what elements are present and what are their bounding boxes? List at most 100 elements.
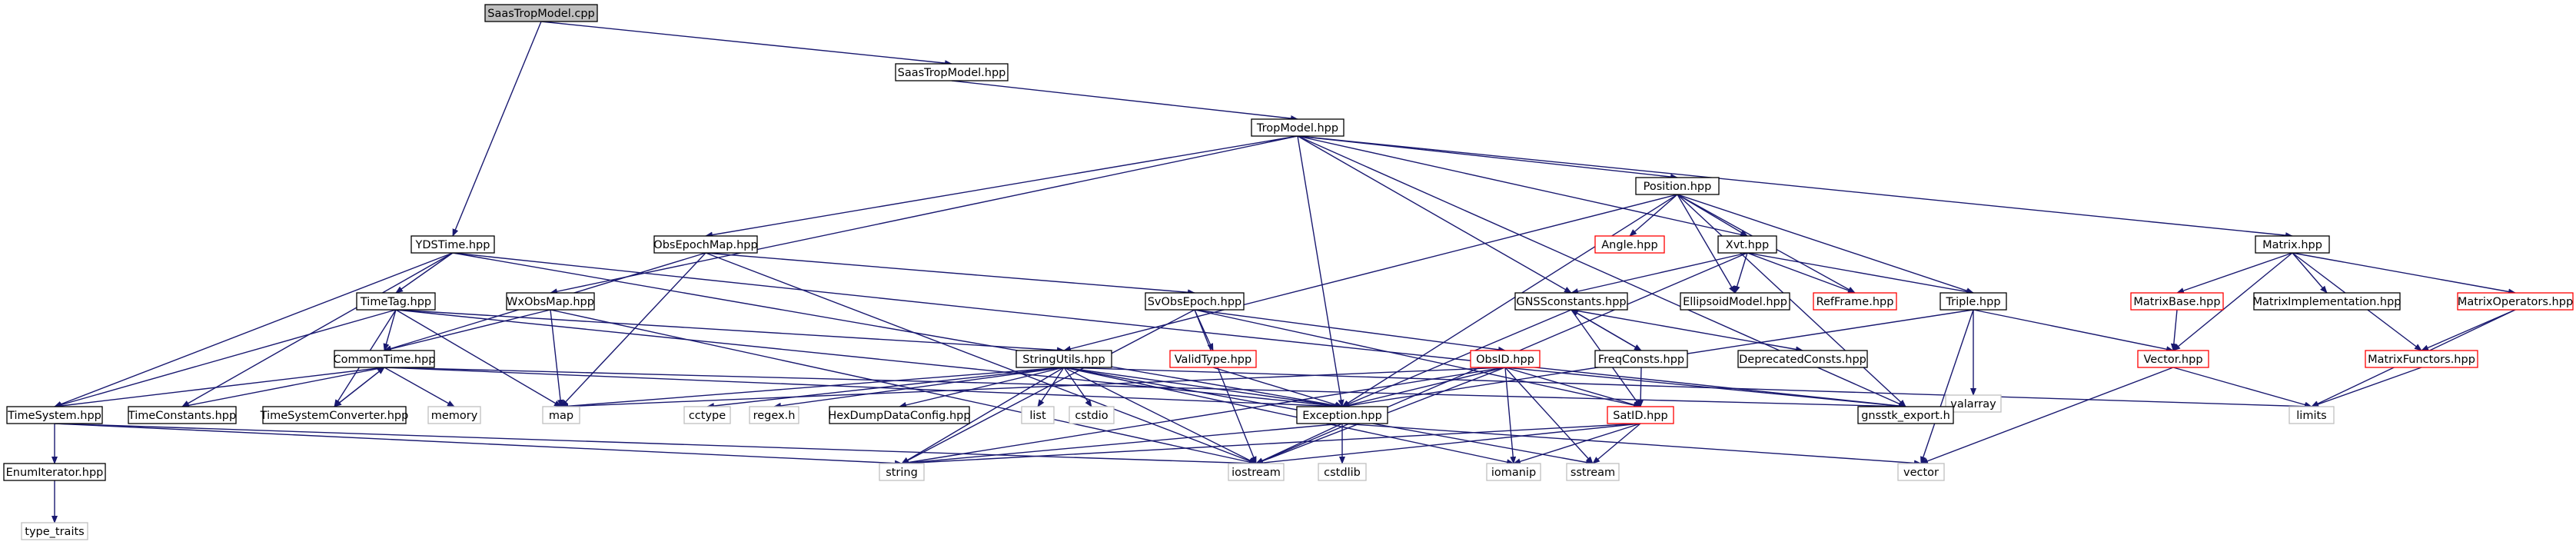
node-box-obsepochmap_hpp	[653, 235, 758, 254]
node-ydstime_hpp[interactable]: YDSTime.hpp	[410, 235, 495, 254]
node-label-string: string	[886, 467, 918, 479]
node-angle_hpp[interactable]: Angle.hpp	[1594, 235, 1665, 254]
node-gnssconstants_hpp[interactable]: GNSSconstants.hpp	[1514, 292, 1628, 311]
node-timesystemconverter_hpp[interactable]: TimeSystemConverter.hpp	[260, 406, 409, 424]
edge-triple_hpp-to-vector_hpp	[1973, 309, 2174, 353]
node-matrixoperators_hpp[interactable]: MatrixOperators.hpp	[2457, 292, 2574, 311]
node-position_hpp[interactable]: Position.hpp	[1635, 177, 1720, 195]
edge-vector_hpp-to-limits	[2172, 367, 2312, 408]
node-wxobsmap_hpp[interactable]: WxObsMap.hpp	[506, 292, 595, 311]
edge-stringutils_hpp-to-iomanip	[1063, 367, 1514, 466]
node-refframe_hpp[interactable]: RefFrame.hpp	[1813, 292, 1897, 311]
node-vector: vector	[1897, 463, 1945, 481]
edge-stringutils_hpp-to-limits	[1063, 367, 2312, 410]
node-label-matrixfunctors_hpp: MatrixFunctors.hpp	[2368, 354, 2475, 366]
node-matrix_hpp[interactable]: Matrix.hpp	[2255, 235, 2330, 254]
node-box-memory	[427, 406, 481, 424]
node-label-memory: memory	[431, 410, 478, 422]
edge-matrix_hpp-to-matrixbase_hpp	[2176, 252, 2293, 294]
edge-obsepochmap_hpp-to-iostream	[705, 252, 1257, 464]
node-label-hexdumpdataconfig_hpp: HexDumpDataConfig.hpp	[828, 410, 970, 422]
edge-timetag_hpp-to-timesystem_hpp	[54, 309, 397, 408]
node-box-svobsepoch_hpp	[1145, 292, 1245, 311]
node-deprecatedconsts_hpp[interactable]: DeprecatedConsts.hpp	[1737, 350, 1868, 368]
edge-timesystemconverter_hpp-to-commontime_hpp	[334, 367, 385, 407]
node-label-exception_hpp: Exception.hpp	[1302, 410, 1382, 422]
node-validtype_hpp[interactable]: ValidType.hpp	[1169, 350, 1257, 368]
node-exception_hpp[interactable]: Exception.hpp	[1296, 406, 1388, 424]
node-type_traits: type_traits	[21, 522, 88, 540]
node-saastropmodel_cpp[interactable]: SaasTropModel.cpp	[484, 4, 598, 22]
node-box-limits	[2288, 406, 2335, 424]
node-stringutils_hpp[interactable]: StringUtils.hpp	[1015, 350, 1112, 368]
edge-wxobsmap_hpp-to-iostream	[550, 309, 1257, 465]
node-label-saastropmodel_cpp: SaasTropModel.cpp	[487, 8, 595, 20]
edge-wxobsmap_hpp-to-map	[550, 309, 563, 407]
node-box-enumiterator_hpp	[3, 463, 106, 481]
node-enumiterator_hpp[interactable]: EnumIterator.hpp	[3, 463, 106, 481]
node-tropmodel_hpp[interactable]: TropModel.hpp	[1251, 118, 1345, 137]
node-obsepochmap_hpp[interactable]: ObsEpochMap.hpp	[653, 235, 758, 254]
node-box-map	[542, 406, 580, 424]
node-box-valarray	[1945, 394, 2002, 413]
node-label-vector_hpp: Vector.hpp	[2143, 354, 2202, 366]
node-svobsepoch_hpp[interactable]: SvObsEpoch.hpp	[1145, 292, 1245, 311]
node-box-matrixoperators_hpp	[2457, 292, 2574, 311]
node-vector_hpp[interactable]: Vector.hpp	[2137, 350, 2209, 368]
edge-stringutils_hpp-to-list	[1037, 367, 1065, 407]
node-box-freqconsts_hpp	[1594, 350, 1688, 368]
node-saastropmodel_hpp[interactable]: SaasTropModel.hpp	[895, 63, 1009, 81]
node-box-vector	[1897, 463, 1945, 481]
node-matrixfunctors_hpp[interactable]: MatrixFunctors.hpp	[2365, 350, 2478, 368]
node-label-type_traits: type_traits	[25, 526, 84, 538]
node-iomanip: iomanip	[1486, 463, 1541, 481]
edge-gnssconstants_hpp-to-deprecatedconsts_hpp	[1571, 309, 1803, 353]
node-label-refframe_hpp: RefFrame.hpp	[1816, 296, 1894, 308]
edge-obsepochmap_hpp-to-map	[560, 252, 706, 407]
node-matrixbase_hpp[interactable]: MatrixBase.hpp	[2130, 292, 2224, 311]
node-timeconstants_hpp[interactable]: TimeConstants.hpp	[128, 406, 237, 424]
node-box-angle_hpp	[1594, 235, 1665, 254]
edge-commontime_hpp-to-timeconstants_hpp	[181, 367, 385, 409]
node-box-obsid_hpp	[1470, 350, 1541, 368]
node-commontime_hpp[interactable]: CommonTime.hpp	[334, 350, 436, 368]
node-box-deprecatedconsts_hpp	[1737, 350, 1868, 368]
node-label-iostream: iostream	[1231, 467, 1281, 479]
edge-timetag_hpp-to-map	[395, 309, 562, 407]
node-label-triple_hpp: Triple.hpp	[1945, 296, 2000, 308]
node-label-wxobsmap_hpp: WxObsMap.hpp	[507, 296, 594, 308]
node-box-timeconstants_hpp	[128, 406, 237, 424]
node-list: list	[1021, 406, 1055, 424]
node-hexdumpdataconfig_hpp[interactable]: HexDumpDataConfig.hpp	[828, 406, 971, 424]
edge-vector_hpp-to-vector	[1920, 367, 2174, 464]
node-satid_hpp[interactable]: SatID.hpp	[1607, 406, 1674, 424]
node-triple_hpp[interactable]: Triple.hpp	[1939, 292, 2007, 311]
edge-triple_hpp-to-vector	[1920, 309, 1974, 464]
node-label-saastropmodel_hpp: SaasTropModel.hpp	[898, 67, 1006, 79]
edge-matrixfunctors_hpp-to-limits	[2311, 367, 2422, 407]
node-label-deprecatedconsts_hpp: DeprecatedConsts.hpp	[1739, 354, 1866, 366]
node-xvt_hpp[interactable]: Xvt.hpp	[1717, 235, 1777, 254]
edge-saastropmodel_cpp-to-ydstime_hpp	[452, 21, 542, 237]
edge-exception_hpp-to-iostream	[1255, 423, 1343, 464]
node-label-ydstime_hpp: YDSTime.hpp	[415, 239, 490, 251]
edge-obsid_hpp-to-iomanip	[1504, 367, 1517, 464]
edge-tropmodel_hpp-to-obsepochmap_hpp	[705, 135, 1298, 238]
node-timetag_hpp[interactable]: TimeTag.hpp	[356, 292, 436, 311]
node-box-commontime_hpp	[334, 350, 435, 368]
node-freqconsts_hpp[interactable]: FreqConsts.hpp	[1594, 350, 1688, 368]
node-box-string	[879, 463, 925, 481]
node-timesystem_hpp[interactable]: TimeSystem.hpp	[6, 406, 103, 424]
edge-position_hpp-to-stringutils_hpp	[1063, 194, 1678, 352]
edge-exception_hpp-to-vector	[1341, 423, 1922, 467]
edge-stringutils_hpp-to-cctype	[706, 367, 1065, 409]
node-gnsstk_export_h[interactable]: gnsstk_export.h	[1857, 406, 1954, 424]
node-box-matrixfunctors_hpp	[2365, 350, 2478, 368]
node-box-timetag_hpp	[356, 292, 436, 311]
node-ellipsoidmodel_hpp[interactable]: EllipsoidModel.hpp	[1680, 292, 1790, 311]
node-matriximplementation_hpp[interactable]: MatrixImplementation.hpp	[2253, 292, 2401, 311]
node-obsid_hpp[interactable]: ObsID.hpp	[1470, 350, 1541, 368]
node-box-gnsstk_export_h	[1857, 406, 1954, 424]
node-label-satid_hpp: SatID.hpp	[1613, 410, 1667, 422]
edge-tropmodel_hpp-to-xvt_hpp	[1297, 135, 1748, 238]
